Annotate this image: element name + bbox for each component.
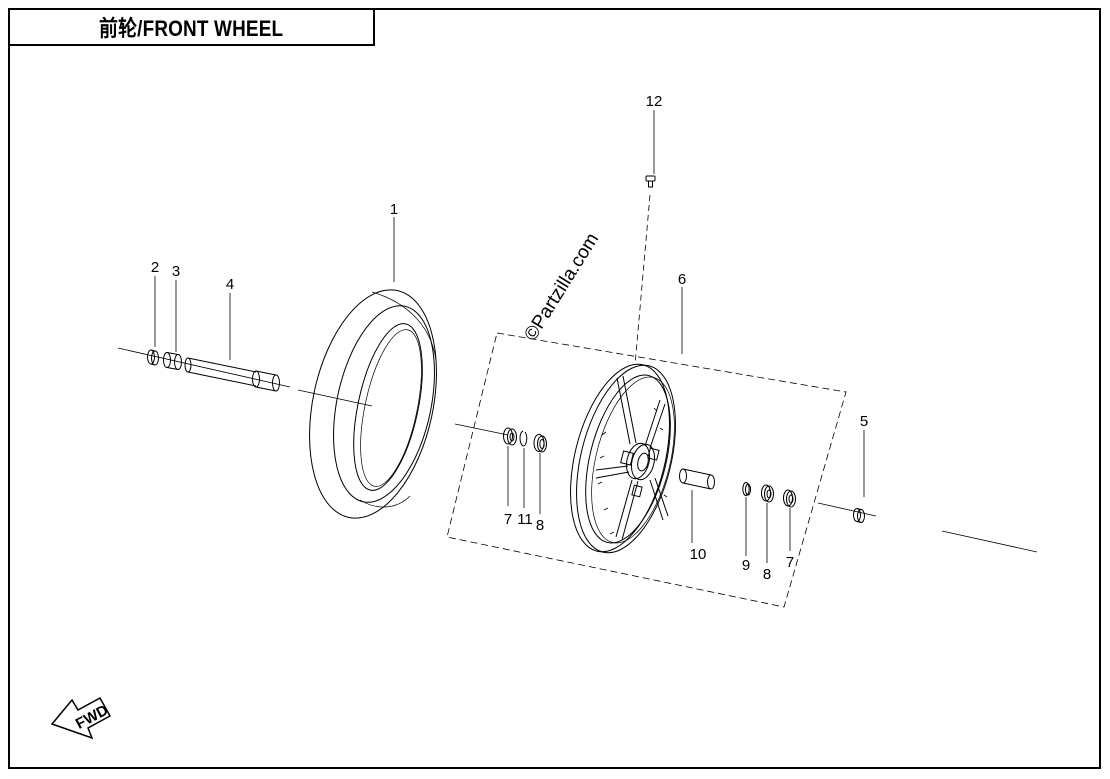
part-1-tire xyxy=(309,289,437,519)
callout-9: 9 xyxy=(742,557,750,574)
callout-10: 10 xyxy=(690,546,707,563)
watermark: ©Partzilla.com xyxy=(520,229,603,344)
part-8-seal-right xyxy=(761,484,774,503)
part-7-bearing-right xyxy=(783,489,796,508)
part-12-valve xyxy=(645,175,656,188)
part-5-collar xyxy=(853,508,865,523)
callout-8-left: 8 xyxy=(536,517,544,534)
callout-7-left: 7 xyxy=(504,511,512,528)
part-7-bearing-left xyxy=(503,427,517,446)
callout-3: 3 xyxy=(172,263,180,280)
part-4-front-axle xyxy=(184,357,280,392)
fwd-label: FWD xyxy=(73,702,111,733)
callout-8-right: 8 xyxy=(763,566,771,583)
title-box: 前轮/FRONT WHEEL xyxy=(8,8,375,46)
part-11-circlip xyxy=(519,430,528,447)
callout-1: 1 xyxy=(390,201,398,218)
callout-7-right: 7 xyxy=(786,554,794,571)
part-9-circlip xyxy=(742,482,751,496)
callout-2: 2 xyxy=(151,259,159,276)
part-10-spacer xyxy=(679,468,715,490)
drawing-frame xyxy=(8,8,1101,769)
part-3-collar xyxy=(163,352,182,370)
page-title: 前轮/FRONT WHEEL xyxy=(99,16,284,41)
fwd-arrow: FWD xyxy=(50,696,111,740)
part-8-seal-left xyxy=(533,434,547,453)
assembly-boundary xyxy=(446,332,847,608)
callout-5: 5 xyxy=(860,413,868,430)
part-2-nut xyxy=(147,349,159,366)
callout-11: 11 xyxy=(517,511,533,528)
callout-numbers: 1 2 3 4 5 6 7 11 8 10 9 8 7 12 xyxy=(151,93,868,583)
part-6-wheel-rim xyxy=(570,363,676,554)
leader-lines xyxy=(154,110,865,563)
callout-4: 4 xyxy=(226,276,234,293)
axle-centerlines xyxy=(117,194,1038,553)
callout-6: 6 xyxy=(678,271,686,288)
callout-12: 12 xyxy=(646,93,663,110)
